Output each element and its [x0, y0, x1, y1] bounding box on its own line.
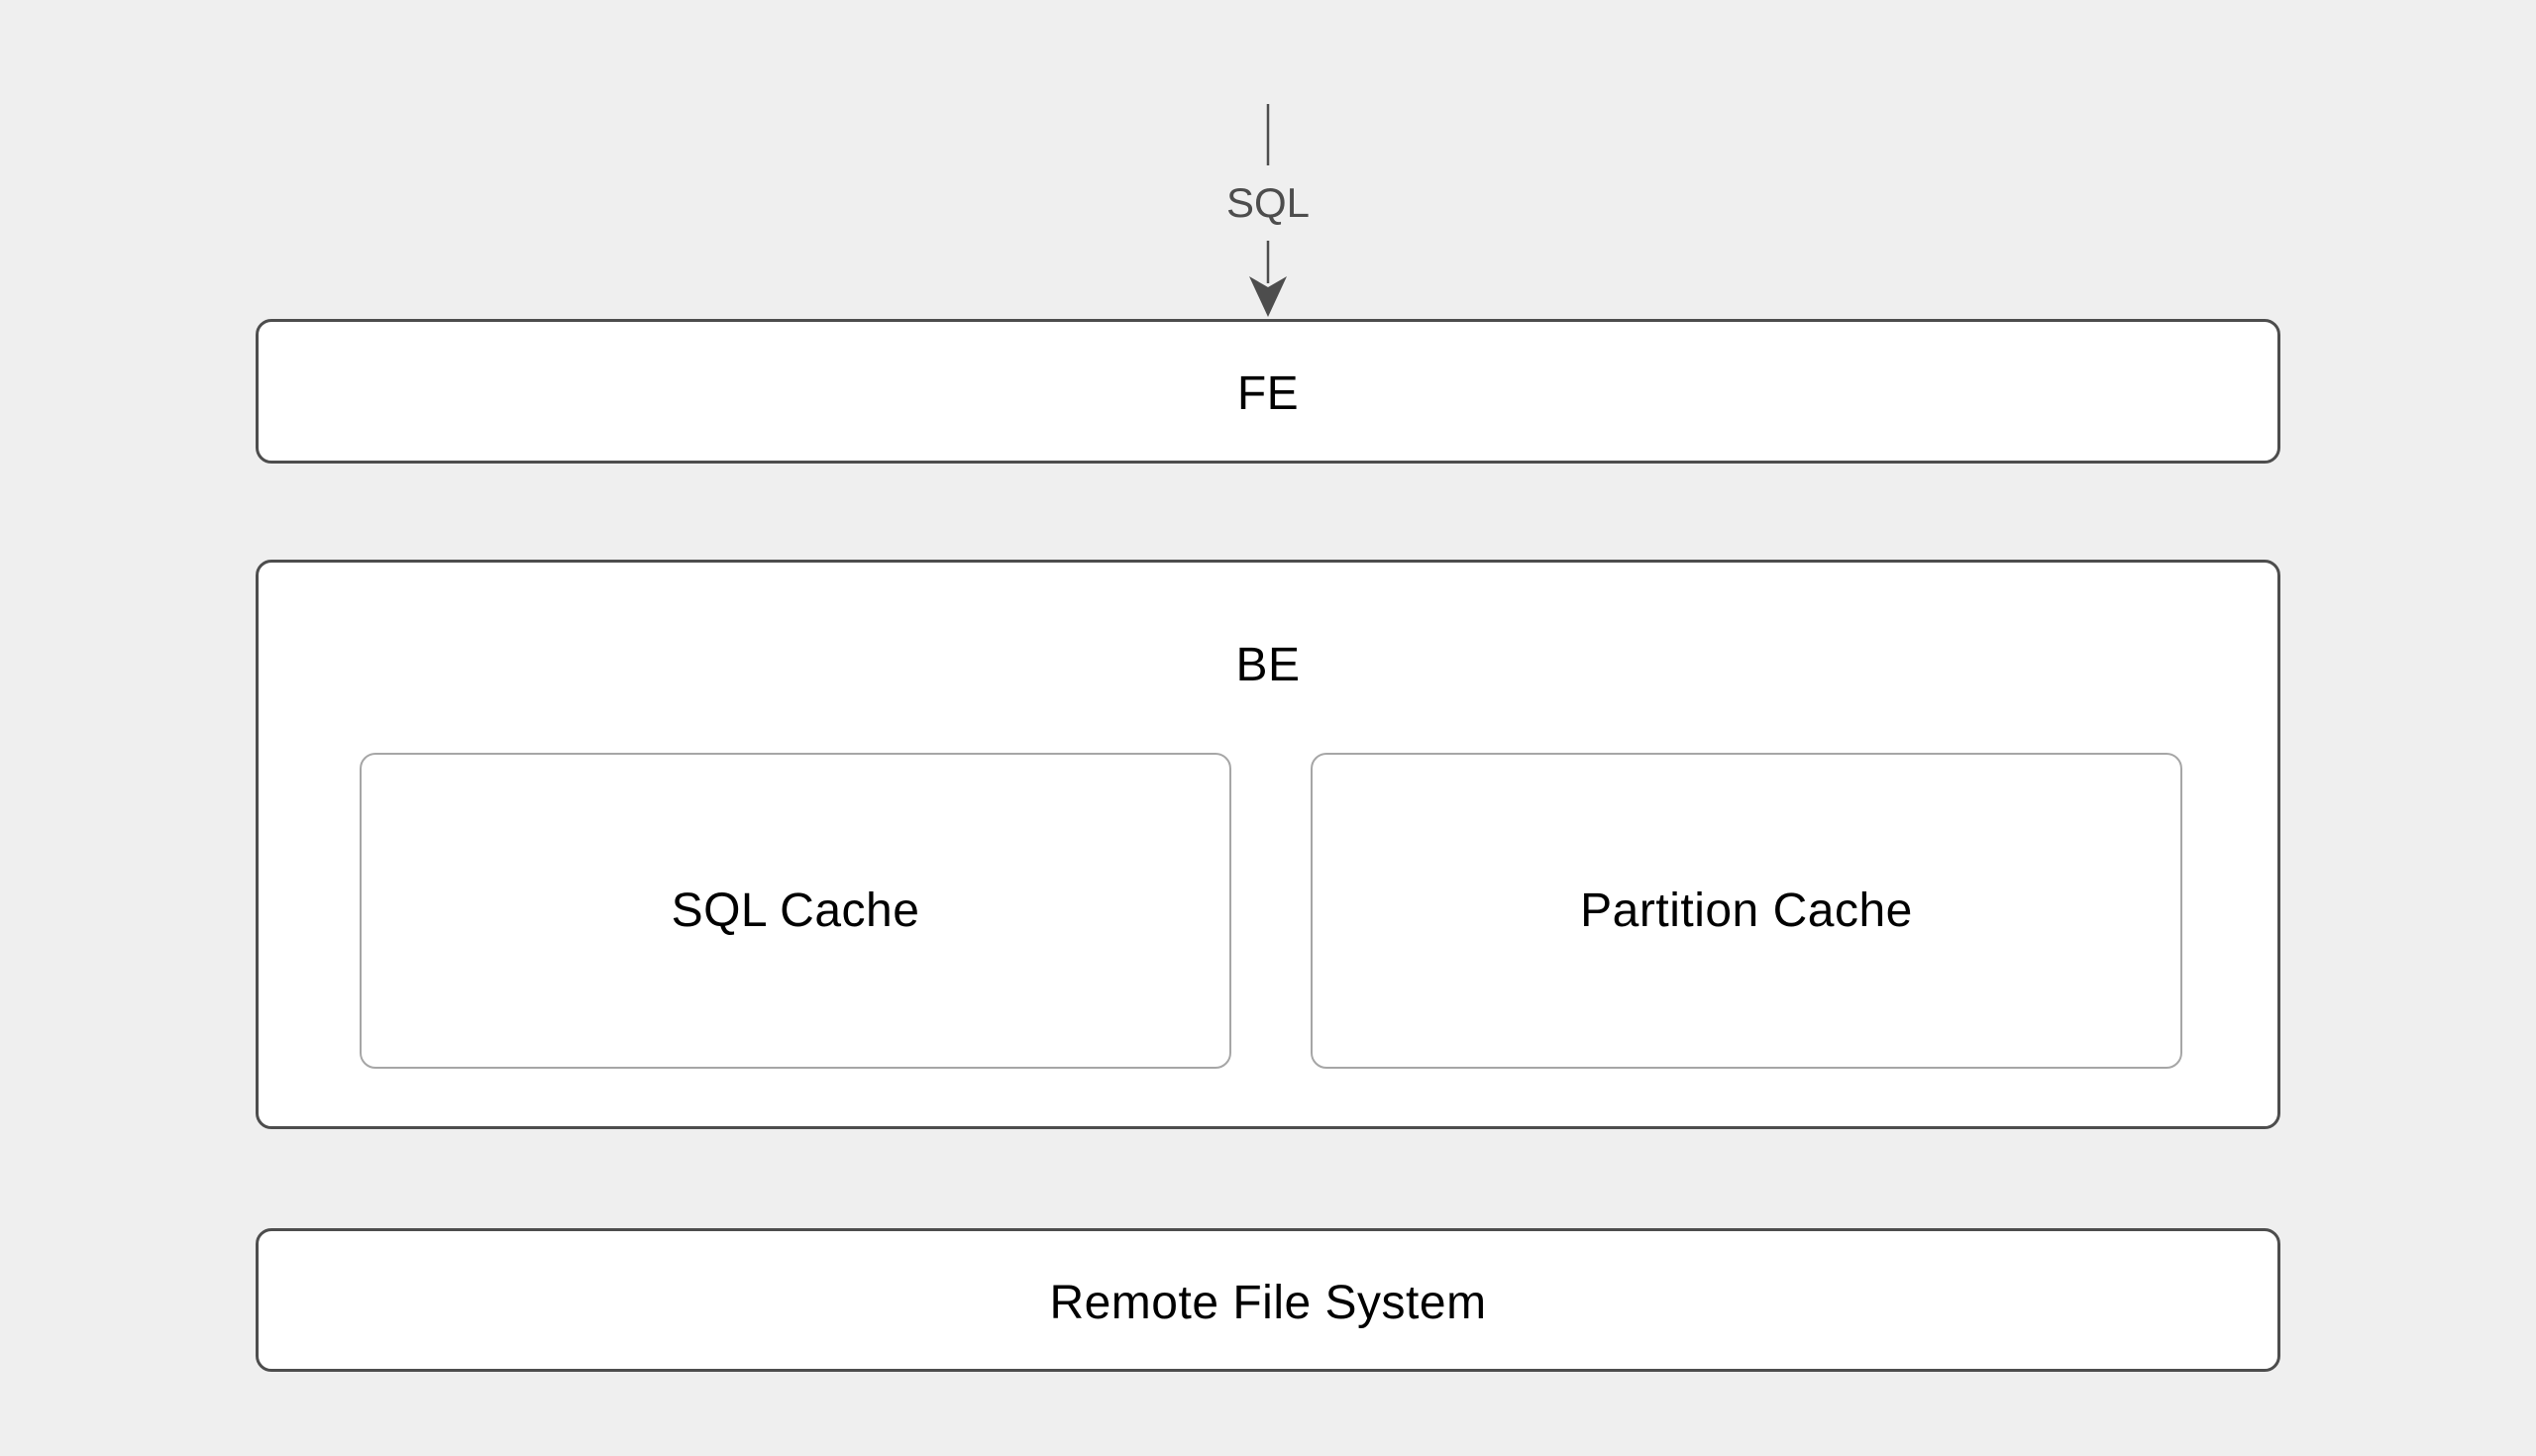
arrowhead-icon [1249, 276, 1287, 317]
node-sql-cache-label: SQL Cache [671, 884, 920, 937]
node-sql-cache: SQL Cache [360, 753, 1231, 1069]
node-fe-label: FE [1236, 367, 1300, 420]
node-be-label: BE [1235, 639, 1301, 691]
node-partition-cache: Partition Cache [1311, 753, 2182, 1069]
node-fe: FE [256, 319, 2280, 464]
node-remote-file-system-label: Remote File System [1049, 1277, 1487, 1329]
sql-flow-label: SQL [1225, 179, 1311, 226]
node-partition-cache-label: Partition Cache [1580, 884, 1913, 937]
node-be: BE SQL Cache Partition Cache [256, 560, 2280, 1129]
node-remote-file-system: Remote File System [256, 1228, 2280, 1372]
